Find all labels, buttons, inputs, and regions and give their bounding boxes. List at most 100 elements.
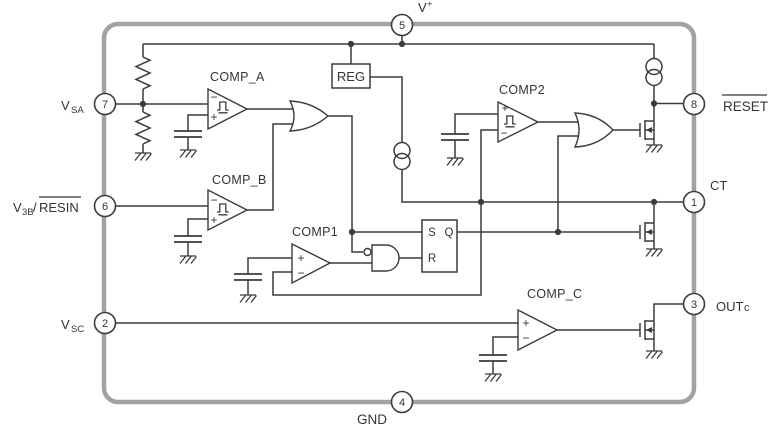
capacitor-compB-icon: [174, 235, 202, 243]
pin-2: 2: [93, 311, 117, 335]
label-comp2: COMP2: [499, 83, 545, 97]
hysteresis-icon: [217, 203, 229, 216]
comp1-plus: +: [297, 251, 304, 265]
label-comp1: COMP1: [292, 225, 338, 239]
label-latch-s: S: [428, 227, 436, 239]
label-comp-a: COMP_A: [210, 70, 265, 84]
pin-5-number: 5: [399, 20, 405, 32]
label-comp-c: COMP_C: [527, 287, 582, 301]
ground-icon: [239, 294, 258, 303]
ground-icon: [179, 149, 198, 158]
nand-gate-icon: [363, 244, 400, 272]
wire-comp1-ref-cap: [247, 257, 292, 295]
comp2-minus: −: [500, 126, 507, 140]
capacitor-comp2-icon: [441, 133, 469, 141]
or-gate-reset-icon: [573, 112, 614, 148]
comparator-input-signs: − + − + + − + − + −: [210, 90, 529, 345]
ground-icon: [645, 144, 664, 153]
nmos-outc-icon: [639, 320, 655, 340]
or-gate-ab-icon: [288, 100, 330, 132]
resistor-lower-icon: [134, 111, 152, 145]
comp1-minus: −: [297, 266, 304, 280]
circuit-wires: [115, 35, 684, 374]
pin-6-number: 6: [102, 201, 108, 213]
pin-4-number: 4: [399, 397, 405, 409]
ground-icon: [645, 248, 664, 257]
label-latch-q: Q: [445, 227, 454, 239]
comparator-comp-c-icon: [517, 308, 559, 352]
label-outc: OUT: [716, 299, 744, 314]
pin-6: 6: [93, 194, 117, 218]
label-v3b: V: [13, 200, 22, 215]
comparator-comp-a-icon: [207, 87, 249, 131]
label-reset: RESET: [723, 99, 768, 114]
pin-7-number: 7: [102, 99, 108, 111]
comparator-comp1-icon: [291, 242, 332, 285]
wire-compB-out: [247, 123, 296, 211]
capacitor-compC-icon: [479, 354, 507, 362]
capacitor-compA-icon: [174, 130, 202, 138]
ic-boundary: [101, 21, 697, 405]
ground-icon: [179, 255, 198, 264]
wire-compB-ref-cap: [187, 218, 208, 256]
comp-b-plus: +: [210, 213, 217, 227]
label-reg: REG: [337, 69, 365, 84]
component-labels: COMP_A COMP_B COMP1 COMP2 COMP_C REG S Q…: [210, 69, 582, 301]
pin-4: 4: [390, 390, 414, 414]
label-vsa: V: [61, 98, 70, 113]
label-resin: RESIN: [39, 200, 79, 215]
comp-c-minus: −: [522, 331, 529, 345]
label-vplus-sup: +: [427, 0, 433, 10]
ground-icon: [645, 350, 664, 359]
comp-a-plus: +: [210, 110, 217, 124]
pin-2-number: 2: [102, 318, 108, 330]
resistor-upper-icon: [134, 56, 152, 90]
wire-ct-feedback: [272, 129, 498, 296]
label-v3b-sub: 3B: [22, 207, 34, 218]
hysteresis-icon: [217, 101, 229, 114]
comparator-comp2-icon: [497, 100, 540, 144]
current-source-left-icon: [393, 141, 411, 171]
ground-icon: [446, 157, 465, 166]
comparator-comp-b-icon: [207, 188, 249, 232]
label-vsc: V: [61, 317, 70, 332]
pin-7: 7: [93, 92, 117, 116]
label-outc-sub: c: [744, 302, 750, 314]
pin-8: 8: [682, 92, 706, 116]
pin-1: 1: [682, 190, 706, 214]
wire-q-to-or2: [557, 135, 581, 232]
label-latch-r: R: [428, 253, 436, 265]
wire-compA-ref-cap: [187, 114, 208, 150]
wire-compC-ref-cap: [492, 336, 518, 374]
label-gnd: GND: [357, 412, 387, 427]
pin-3: 3: [682, 292, 706, 316]
wire-reg-output: [370, 76, 403, 142]
label-ct: CT: [710, 178, 727, 193]
ground-icon: [134, 152, 153, 161]
capacitor-comp1-icon: [234, 273, 262, 281]
comp-b-minus: −: [210, 193, 217, 207]
sr-latch-block: [421, 219, 458, 273]
wire-outc-mosfet-leads: [653, 303, 684, 351]
label-vsc-sub: SC: [71, 324, 84, 335]
ground-icons: [134, 144, 664, 382]
wire-comp2-ref-cap: [454, 113, 498, 158]
hysteresis-icon: [504, 115, 516, 128]
label-vplus: V: [418, 0, 427, 15]
wire-charge-current: [401, 170, 481, 203]
current-source-right-icon: [645, 57, 663, 87]
label-comp-b: COMP_B: [212, 173, 267, 187]
pin-5: 5: [390, 13, 414, 37]
regulator-block: [331, 63, 371, 89]
comp-a-minus: −: [210, 90, 217, 104]
nmos-reset-icon: [639, 120, 655, 140]
label-v3b-slash: /: [33, 200, 37, 215]
pin-8-number: 8: [691, 99, 697, 111]
comp-c-plus: +: [522, 316, 529, 330]
junction-dots: [139, 40, 658, 236]
pin-labels: V + V SA V 3B / RESIN V SC GND RESET CT …: [13, 0, 768, 427]
nmos-ct-discharge-icon: [639, 222, 655, 242]
wire-or1-to-latch-s: [328, 115, 422, 253]
